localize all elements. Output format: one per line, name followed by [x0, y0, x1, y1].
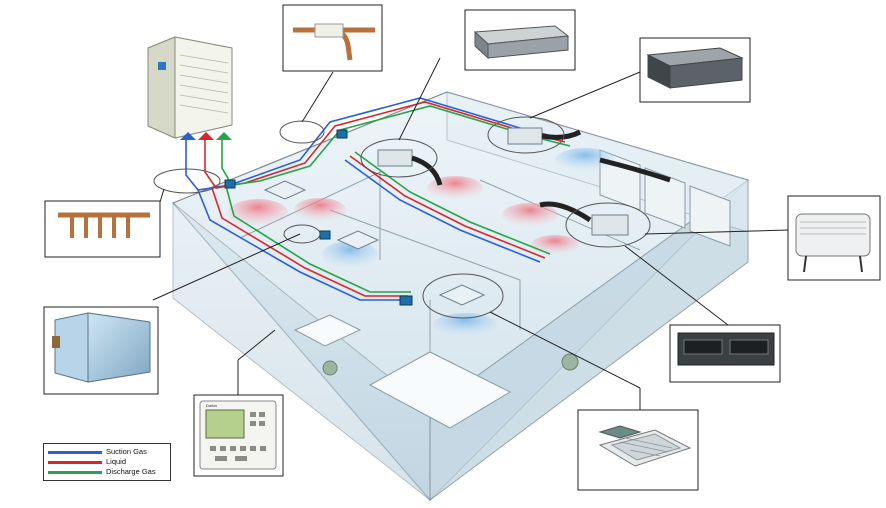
- warm-air-flow: [294, 198, 346, 222]
- liquid-pipe: [204, 101, 566, 189]
- refrigerant-pipes: [185, 97, 571, 301]
- interior-wall: [479, 179, 641, 251]
- callout-header-branch: [44, 200, 161, 258]
- legend-label: Liquid: [106, 457, 127, 467]
- branch-selector-box: [399, 295, 413, 306]
- cold-air-flow: [433, 313, 497, 337]
- pipe-legend: Suction Gas Liquid Discharge Gas: [43, 443, 171, 481]
- callout-ceiling-concealed-duct: [43, 306, 159, 395]
- pipe-connection-green: [216, 132, 232, 140]
- legend-item-discharge-gas: Discharge Gas: [48, 467, 156, 477]
- indoor-units: [263, 127, 671, 306]
- warm-air-flow: [531, 235, 579, 255]
- legend-swatch: [48, 470, 102, 474]
- ceiling-cassette-unit: [336, 230, 380, 250]
- callout-slim-duct-unit: [464, 9, 576, 71]
- building-right-wall: [429, 179, 749, 501]
- ceiling-cassette-unit: [263, 180, 307, 200]
- plant: [561, 353, 579, 371]
- legend-item-liquid: Liquid: [48, 457, 126, 467]
- callout-refnet-joint: [282, 4, 383, 72]
- zoom-circle-cassette-large: [422, 273, 504, 319]
- branch-selector-box: [319, 230, 331, 240]
- meeting-table: [293, 314, 362, 347]
- warm-air-flow: [502, 203, 558, 227]
- brand-logo: [158, 62, 166, 70]
- discharge-gas-pipe: [354, 151, 551, 255]
- callout-high-static-duct: [669, 324, 781, 383]
- zoom-circle-high-static-duct: [565, 202, 651, 248]
- discharge-gas-pipe: [225, 185, 411, 293]
- suction-gas-pipe: [197, 189, 405, 301]
- ducted-unit: [377, 149, 413, 167]
- ducted-unit: [507, 127, 543, 145]
- air-flows: [228, 148, 615, 337]
- cold-air-flow: [322, 241, 378, 269]
- outdoor-unit: [147, 36, 233, 140]
- controller-brand-text: Daikin: [206, 403, 217, 408]
- ducted-unit: [591, 214, 629, 236]
- callout-convector-heater: [787, 195, 881, 281]
- air-duct: [599, 157, 671, 183]
- leader-lines: [152, 57, 789, 410]
- liquid-pipe: [349, 155, 546, 259]
- zoom-circle-slim-duct: [487, 116, 565, 154]
- cold-air-flow: [555, 148, 615, 172]
- suction-gas-pipe: [185, 97, 561, 191]
- ceiling-cassette-unit: [438, 284, 486, 306]
- zoom-circle-refnet-joint: [279, 120, 325, 144]
- branch-selector-box: [336, 129, 348, 139]
- pipe-connection-blue: [180, 132, 196, 140]
- legend-label: Suction Gas: [106, 447, 147, 457]
- zoom-circle-cassette: [283, 224, 321, 244]
- plant: [322, 360, 338, 376]
- legend-swatch: [48, 460, 102, 464]
- air-duct: [541, 129, 582, 140]
- callout-ceiling-cassette: [577, 409, 699, 491]
- conference-table: [368, 351, 512, 429]
- callout-remote-controller: Daikin: [193, 394, 284, 477]
- interior-wall: [329, 209, 521, 330]
- warm-air-flow: [228, 199, 288, 227]
- legend-swatch: [48, 450, 102, 454]
- branch-selector-box: [224, 179, 236, 189]
- legend-label: Discharge Gas: [106, 467, 156, 477]
- legend-item-suction-gas: Suction Gas: [48, 447, 147, 457]
- air-duct: [539, 201, 592, 223]
- warm-air-flow: [427, 176, 483, 200]
- liquid-pipe: [211, 187, 408, 297]
- callout-duct-unit: [639, 37, 751, 103]
- zoom-circle-header: [153, 168, 221, 194]
- suction-gas-pipe: [344, 159, 541, 263]
- pipe-connection-red: [198, 132, 214, 140]
- discharge-gas-pipe: [221, 105, 571, 186]
